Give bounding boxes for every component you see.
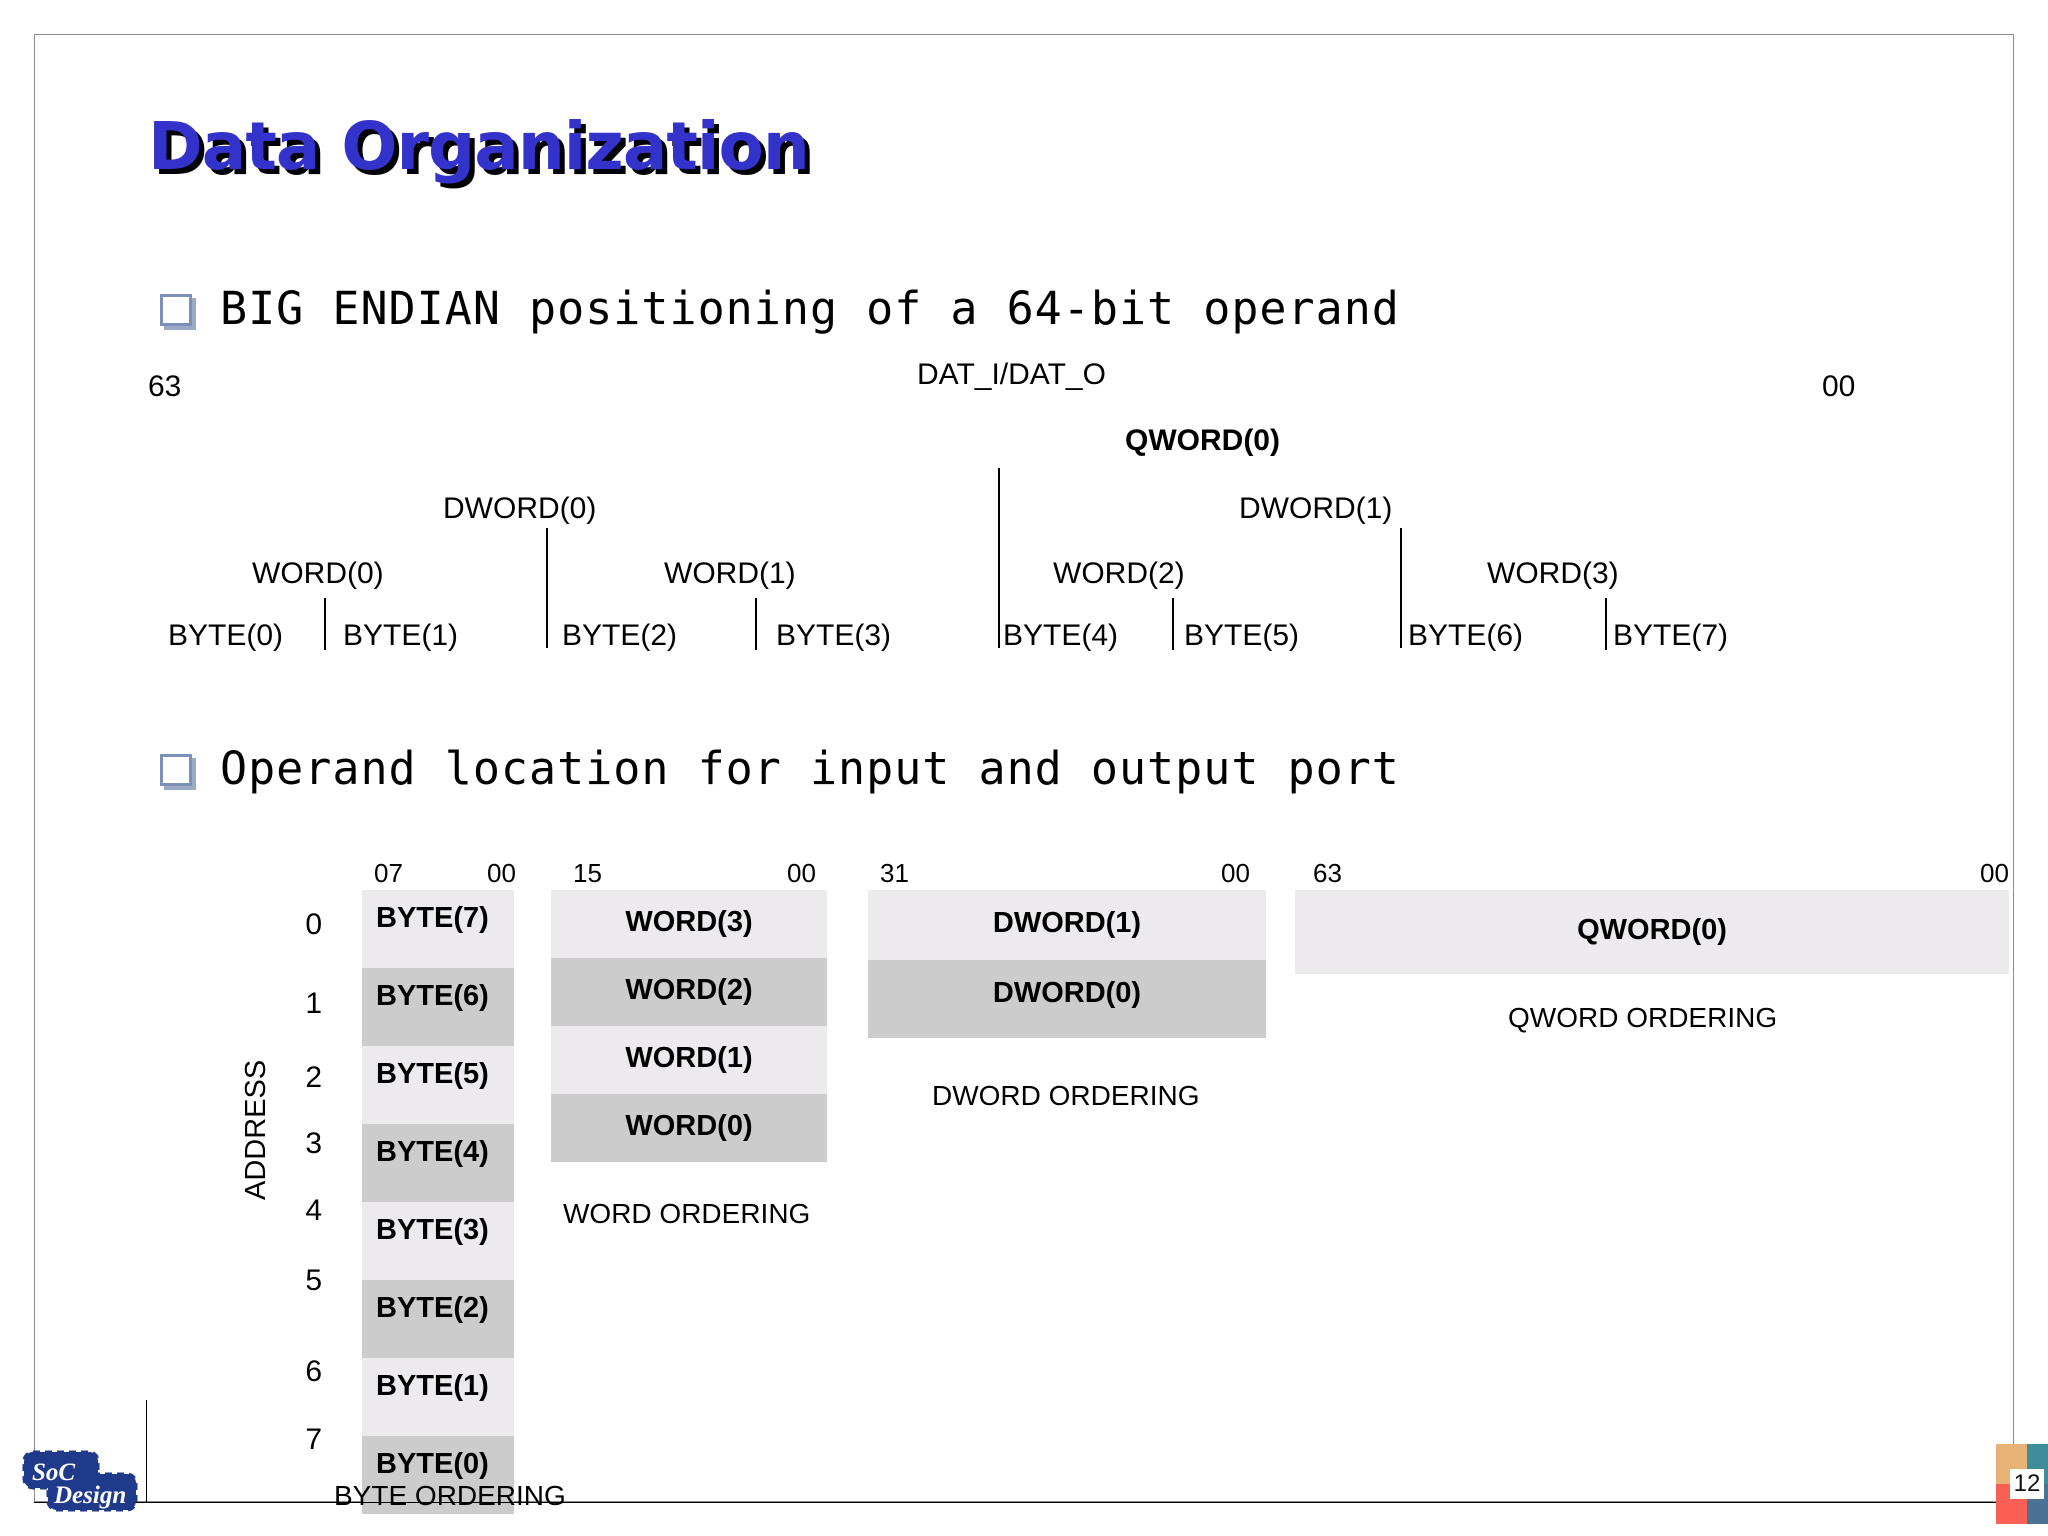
bullet-label: Operand location for input and output po… xyxy=(220,742,1400,795)
svg-text:SoC: SoC xyxy=(32,1459,75,1486)
svg-text:Design: Design xyxy=(53,1482,126,1509)
byte-cell: BYTE(4) xyxy=(362,1124,514,1202)
soc-design-logo: SoC Design xyxy=(18,1448,144,1518)
divider-word2 xyxy=(1172,598,1174,650)
dword-ordering-caption: DWORD ORDERING xyxy=(932,1080,1200,1111)
address-value: 2 xyxy=(305,1061,322,1094)
byte-cell: BYTE(1) xyxy=(362,1358,514,1436)
divider-qword xyxy=(998,468,1000,648)
endian-dword-0: DWORD(0) xyxy=(443,492,597,525)
word-cell: WORD(1) xyxy=(551,1026,827,1094)
bullet-square-icon xyxy=(160,294,192,326)
endian-byte-3: BYTE(3) xyxy=(776,619,892,652)
bus-label: DAT_I/DAT_O xyxy=(917,358,1106,391)
word-cell: WORD(3) xyxy=(551,890,827,958)
bullet-item-operand-location: Operand location for input and output po… xyxy=(160,742,1400,795)
endian-diagram: 63 00 DAT_I/DAT_O QWORD(0) DWORD(0) DWOR… xyxy=(0,0,1980,652)
endian-word-0: WORD(0) xyxy=(252,557,384,590)
endian-word-3: WORD(3) xyxy=(1487,557,1619,590)
divider-word1 xyxy=(755,598,757,650)
address-value: 0 xyxy=(305,908,322,941)
endian-qword-label: QWORD(0) xyxy=(1125,424,1280,457)
byte-column-lsb: 00 xyxy=(487,858,516,888)
address-value: 7 xyxy=(305,1423,322,1456)
endian-byte-2: BYTE(2) xyxy=(562,619,678,652)
endian-byte-0: BYTE(0) xyxy=(168,619,284,652)
byte-ordering-caption: BYTE ORDERING xyxy=(334,1480,566,1511)
byte-cell: BYTE(5) xyxy=(362,1046,514,1124)
endian-word-1: WORD(1) xyxy=(664,557,796,590)
dword-cell: DWORD(1) xyxy=(868,890,1266,960)
dword-column-msb: 31 xyxy=(880,858,909,888)
byte-cell: BYTE(0) xyxy=(362,1436,514,1514)
page-number-text: 12 xyxy=(2009,1469,2045,1499)
word-cell: WORD(2) xyxy=(551,958,827,1026)
word-cell: WORD(0) xyxy=(551,1094,827,1162)
byte-column-msb: 07 xyxy=(374,858,403,888)
divider-dword0 xyxy=(546,528,548,648)
endian-byte-6: BYTE(6) xyxy=(1408,619,1524,652)
address-value: 4 xyxy=(305,1194,322,1227)
footer-logo-stub xyxy=(146,1400,147,1502)
footer-divider xyxy=(34,1502,2014,1503)
ordering-diagram: ADDRESS 0 1 2 3 4 5 6 7 07 00 BYTE(7) BY… xyxy=(0,0,2009,1514)
divider-dword1 xyxy=(1400,528,1402,648)
qword-ordering-caption: QWORD ORDERING xyxy=(1508,1002,1778,1033)
byte-cell: BYTE(6) xyxy=(362,968,514,1046)
endian-lsb-00: 00 xyxy=(1822,370,1856,403)
byte-cell: BYTE(3) xyxy=(362,1202,514,1280)
bullet-item-big-endian: BIG ENDIAN positioning of a 64-bit opera… xyxy=(160,282,1400,335)
word-column-msb: 15 xyxy=(573,858,602,888)
word-column-lsb: 00 xyxy=(787,858,816,888)
address-value: 6 xyxy=(305,1355,322,1388)
page-number-badge: 12 xyxy=(1996,1444,2048,1524)
dword-column-lsb: 00 xyxy=(1221,858,1250,888)
endian-word-2: WORD(2) xyxy=(1053,557,1185,590)
qword-column-msb: 63 xyxy=(1313,858,1342,888)
qword-cell: QWORD(0) xyxy=(1295,890,2009,974)
endian-byte-1: BYTE(1) xyxy=(343,619,459,652)
address-value: 1 xyxy=(305,987,322,1020)
word-ordering-caption: WORD ORDERING xyxy=(563,1198,811,1229)
bullet-label: BIG ENDIAN positioning of a 64-bit opera… xyxy=(220,282,1400,335)
endian-byte-4: BYTE(4) xyxy=(1003,619,1119,652)
endian-byte-5: BYTE(5) xyxy=(1184,619,1300,652)
endian-msb-63: 63 xyxy=(148,370,182,403)
page-number: 12 xyxy=(1996,1444,2048,1524)
address-value: 5 xyxy=(305,1264,322,1297)
divider-word0 xyxy=(324,598,326,650)
byte-cell: BYTE(2) xyxy=(362,1280,514,1358)
endian-byte-7: BYTE(7) xyxy=(1613,619,1729,652)
bullet-square-icon xyxy=(160,754,192,786)
address-axis-label: ADDRESS xyxy=(240,1059,272,1200)
divider-word3 xyxy=(1605,598,1607,650)
endian-dword-1: DWORD(1) xyxy=(1239,492,1393,525)
dword-cell: DWORD(0) xyxy=(868,960,1266,1038)
qword-column-lsb: 00 xyxy=(1980,858,2009,888)
byte-cell: BYTE(7) xyxy=(362,890,514,968)
address-value: 3 xyxy=(305,1127,322,1160)
page-title: Data Organization xyxy=(148,108,810,185)
